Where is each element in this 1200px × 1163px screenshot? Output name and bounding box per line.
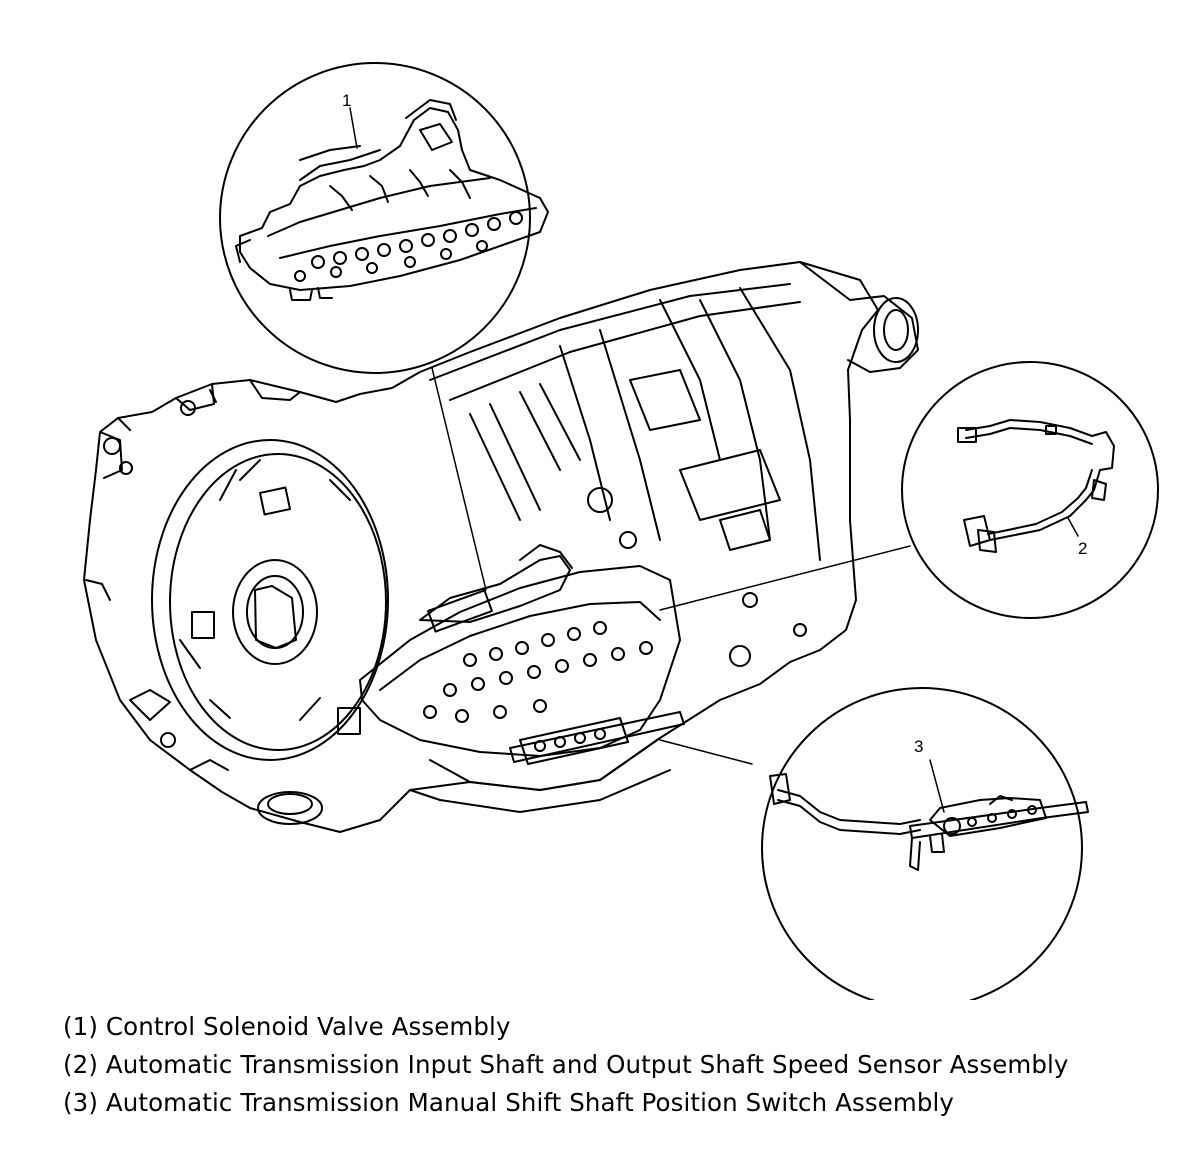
legend-item-3: (3) Automatic Transmission Manual Shift … [63, 1088, 955, 1117]
legend-item-1: (1) Control Solenoid Valve Assembly [63, 1012, 511, 1041]
callout-circle-1 [220, 63, 548, 373]
callout-circle-3 [762, 688, 1088, 1000]
torque-converter [152, 440, 388, 760]
callout-circle-2 [902, 362, 1158, 618]
callout-number-3: 3 [914, 737, 923, 756]
transmission-housing [84, 262, 918, 832]
transmission-diagram: 1 2 3 [0, 0, 1200, 1000]
callout-number-1: 1 [342, 91, 351, 110]
callout-number-2: 2 [1078, 539, 1087, 558]
leader-lines [432, 368, 910, 764]
legend: (1) Control Solenoid Valve Assembly (2) … [63, 1008, 1183, 1122]
installed-valve-body [360, 545, 684, 764]
legend-item-2: (2) Automatic Transmission Input Shaft a… [63, 1050, 1069, 1079]
